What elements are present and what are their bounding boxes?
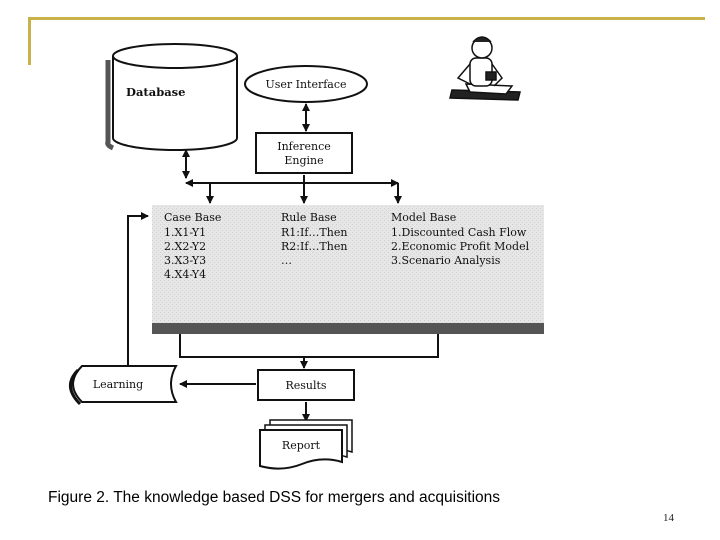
case-base-item-3: 3.X3-Y3 xyxy=(164,254,206,267)
page-number: 14 xyxy=(663,512,674,524)
model-base-title: Model Base xyxy=(391,211,456,224)
rule-base-item-3: … xyxy=(281,254,292,267)
model-base-item-1: 1.Discounted Cash Flow xyxy=(391,226,527,239)
learning-feedback-line xyxy=(127,212,149,366)
rule-base-item-1: R1:If…Then xyxy=(281,226,347,239)
case-base-title: Case Base xyxy=(164,211,221,224)
model-base-item-3: 3.Scenario Analysis xyxy=(391,254,501,267)
user-figure-icon xyxy=(449,36,521,101)
rule-base-panel: Rule Base R1:If…Then R2:If…Then … xyxy=(270,205,380,334)
results-label: Results xyxy=(285,379,326,392)
results-node: Results xyxy=(257,369,355,401)
inference-engine-node: Inference Engine xyxy=(255,132,353,174)
model-base-panel: Model Base 1.Discounted Cash Flow 2.Econ… xyxy=(380,205,544,334)
learning-node: Learning xyxy=(69,365,178,406)
learning-label: Learning xyxy=(93,378,143,391)
report-label: Report xyxy=(282,439,321,452)
accent-line-top xyxy=(28,17,705,20)
database-cylinder: Database xyxy=(105,43,238,151)
accent-line-left xyxy=(28,17,31,65)
case-base-panel: Case Base 1.X1-Y1 2.X2-Y2 3.X3-Y3 4.X4-Y… xyxy=(152,205,270,334)
user-interface-label: User Interface xyxy=(265,78,346,91)
database-label: Database xyxy=(126,85,185,99)
inference-engine-line2: Engine xyxy=(284,154,323,167)
case-base-item-4: 4.X4-Y4 xyxy=(164,268,206,281)
figure-caption: Figure 2. The knowledge based DSS for me… xyxy=(48,489,501,506)
rule-base-title: Rule Base xyxy=(281,211,337,224)
case-base-item-1: 1.X1-Y1 xyxy=(164,226,206,239)
rule-base-item-2: R2:If…Then xyxy=(281,240,347,253)
panels-merge-line xyxy=(179,334,439,358)
model-base-item-2: 2.Economic Profit Model xyxy=(391,240,530,253)
inference-engine-line1: Inference xyxy=(277,140,331,153)
case-base-item-2: 2.X2-Y2 xyxy=(164,240,206,253)
report-node: Report xyxy=(259,419,353,470)
user-interface-node: User Interface xyxy=(244,65,368,103)
